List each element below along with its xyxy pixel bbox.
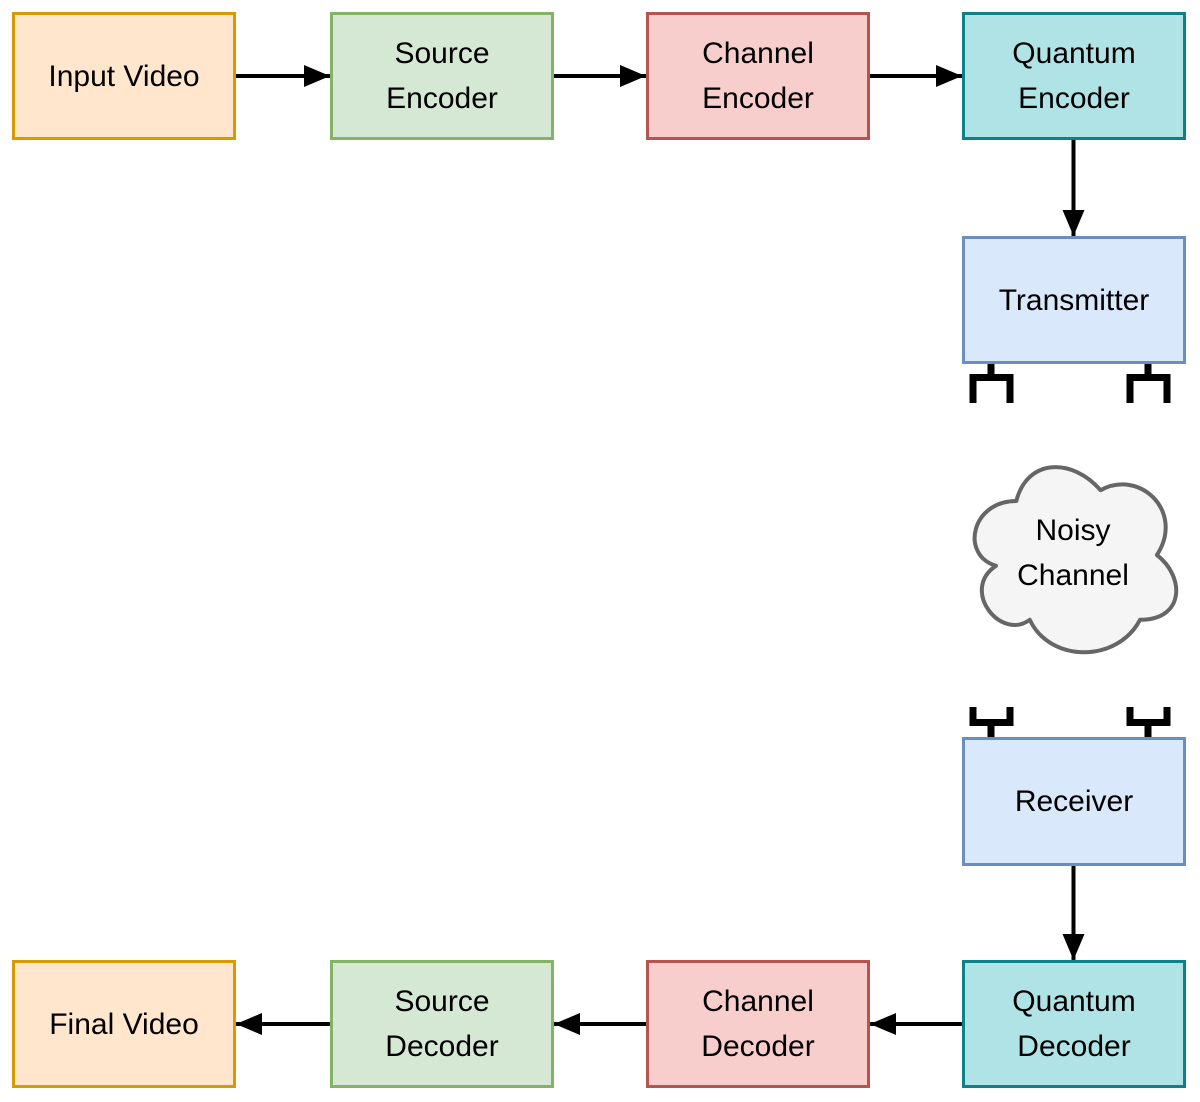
node-source-encoder: Source Encoder [330,12,554,140]
node-final-video: Final Video [12,960,236,1088]
node-label: Final Video [49,1007,199,1041]
node-label: Transmitter [998,283,1150,317]
node-label-line2: Decoder [701,1030,815,1063]
node-label-line1: Channel [702,37,814,70]
noisy-channel-cloud [972,465,1179,655]
node-label: Input Video [48,59,200,93]
node-source-decoder: Source Decoder [330,960,554,1088]
node-label-line2: Decoder [1017,1030,1131,1063]
node-label-line2: Decoder [385,1030,499,1063]
node-input-video: Input Video [12,12,236,140]
transmitter-antenna-right-icon [1126,364,1171,403]
node-label-line2: Encoder [1018,82,1130,115]
receiver-antenna-right-icon [1126,707,1171,737]
noisy-channel-label: Noisy Channel [962,505,1184,600]
node-label-line1: Quantum [1012,985,1136,1018]
node-quantum-encoder: Quantum Encoder [962,12,1186,140]
node-label-line2: Channel [1017,558,1129,592]
node-label-line1: Channel [702,985,814,1018]
node-label-line1: Source [394,985,490,1018]
node-label-line1: Source [394,37,490,70]
receiver-antenna-left-icon [969,707,1014,737]
node-receiver: Receiver [962,737,1186,866]
node-label-line1: Quantum [1012,37,1136,70]
transmitter-antenna-left-icon [969,364,1014,403]
node-channel-decoder: Channel Decoder [646,960,870,1088]
node-transmitter: Transmitter [962,236,1186,364]
node-quantum-decoder: Quantum Decoder [962,960,1186,1088]
node-label-line2: Encoder [702,82,814,115]
node-label: Receiver [1014,785,1134,818]
node-channel-encoder: Channel Encoder [646,12,870,140]
node-label-line1: Noisy [1035,513,1111,547]
node-label-line2: Encoder [386,82,498,115]
